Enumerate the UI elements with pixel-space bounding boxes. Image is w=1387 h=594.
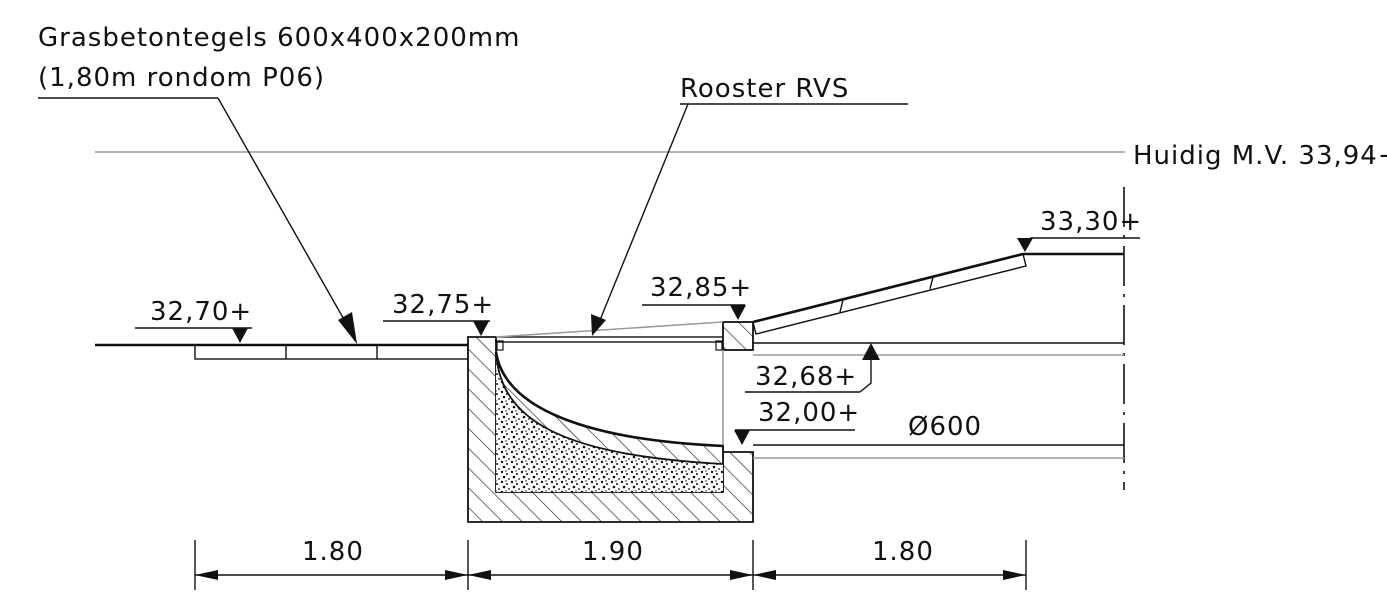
pipe-diameter-label: Ø600: [908, 412, 982, 442]
level-3275-marker: [473, 321, 489, 336]
level-3330-label: 33,30+: [1040, 207, 1142, 237]
level-3285-label: 32,85+: [650, 273, 752, 303]
right-wall-top: [722, 321, 754, 351]
level-3285-marker: [730, 305, 746, 320]
left-grass-tiles: [194, 344, 469, 360]
dimension-middle: 1.90: [582, 537, 644, 567]
level-3200-marker: [734, 430, 750, 445]
grasbeton-label-line1: Grasbetontegels 600x400x200mm: [38, 23, 520, 53]
pipe-upper: [753, 342, 1124, 356]
level-3275-label: 32,75+: [392, 290, 494, 320]
grate-rvs: [495, 336, 724, 343]
level-3268-label: 32,68+: [755, 362, 857, 392]
dimension-lines: [194, 540, 1027, 590]
dimension-right: 1.80: [872, 537, 934, 567]
dimension-left: 1.80: [302, 537, 364, 567]
rooster-leader: [599, 103, 689, 321]
grasbeton-leader: [217, 97, 351, 331]
grasbeton-label-line2: (1,80m rondom P06): [38, 63, 325, 93]
level-3330-marker: [1017, 238, 1033, 252]
huidig-mv-label: Huidig M.V. 33,94+: [1133, 141, 1387, 171]
level-3270-marker: [232, 328, 248, 343]
basin-gravel: [496, 352, 723, 492]
level-3268-marker: [862, 343, 880, 360]
level-3200-label: 32,00+: [758, 398, 860, 428]
grate-support-right: [715, 340, 723, 351]
right-grass-tiles: [752, 253, 1027, 335]
pipe-lower: [753, 444, 1124, 459]
level-3270-label: 32,70+: [150, 297, 252, 327]
grate-support-left: [496, 340, 504, 351]
rooster-label: Rooster RVS: [680, 74, 849, 104]
